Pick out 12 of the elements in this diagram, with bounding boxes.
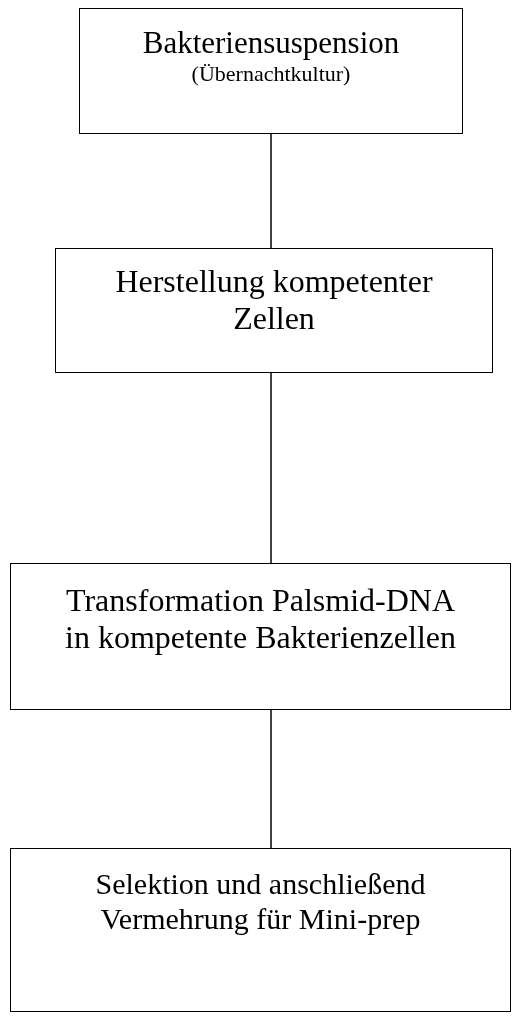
box-text: Bakteriensuspension: [142, 25, 400, 61]
process-box: [79, 8, 463, 134]
box-text: Transformation Palsmid-DNA in kompetente Bakterienzellen: [64, 582, 457, 656]
box-text: Selektion und anschließend Vermehrung für Mini-prep: [94, 867, 427, 936]
process-box: [55, 248, 493, 373]
box-text: Herstellung kompetenter Zellen: [114, 263, 434, 337]
connector-line: [270, 133, 272, 249]
connector-line: [270, 372, 272, 564]
connector-line: [270, 709, 272, 849]
process-box: [10, 563, 511, 710]
process-box: [10, 848, 511, 1012]
box-subtext: (Übernachtkultur): [191, 60, 351, 88]
